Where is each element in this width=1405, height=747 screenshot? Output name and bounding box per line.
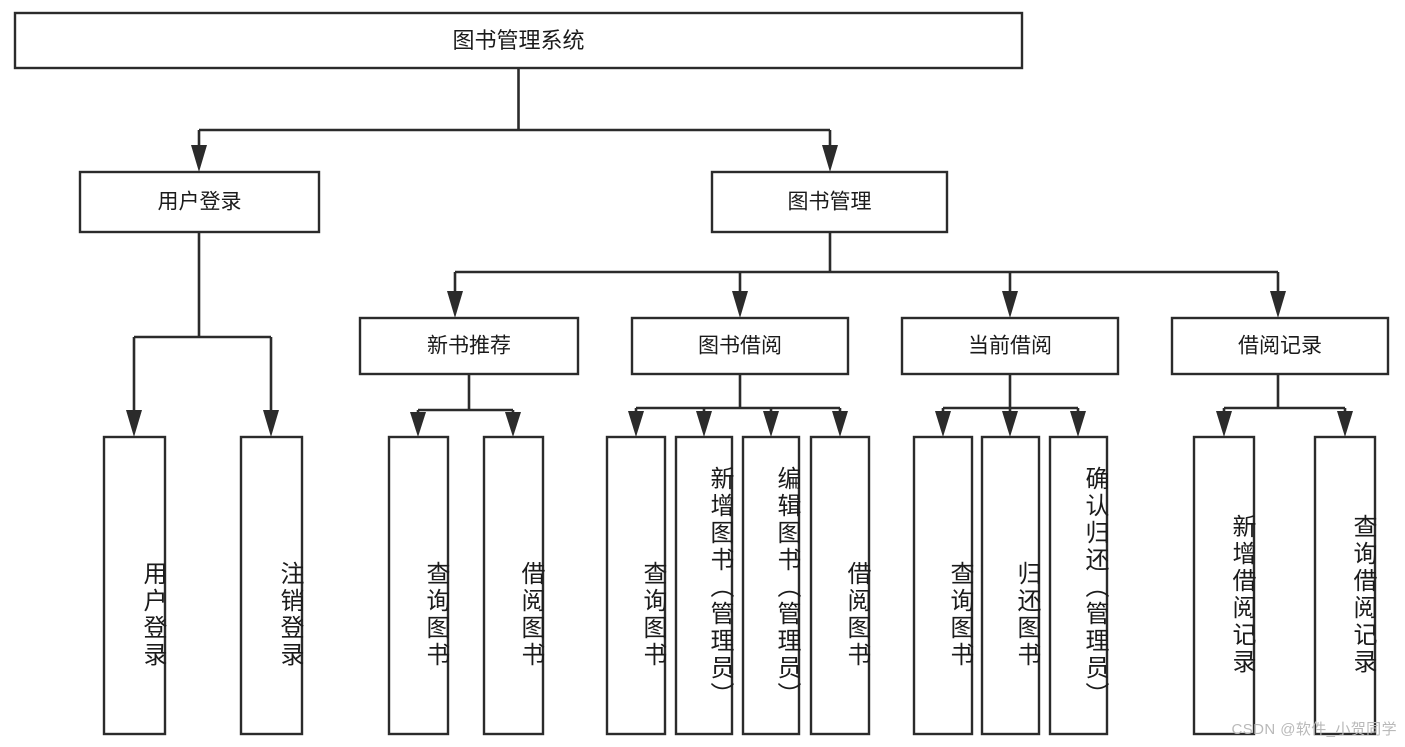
leaf-box-add-borrow-record[interactable]	[1192, 435, 1256, 736]
node-user-login[interactable]: 用户登录	[78, 170, 321, 234]
leaf-box-confirm-return-admin[interactable]	[1048, 435, 1109, 736]
leaf-box-user-login[interactable]	[102, 435, 167, 736]
node-borrow-record-label: 借阅记录	[1238, 335, 1322, 358]
node-book-management[interactable]: 图书管理	[710, 170, 949, 234]
node-book-management-label: 图书管理	[788, 191, 872, 214]
leaf-box-query-borrow-record[interactable]	[1313, 435, 1377, 736]
leaf-box-borrow-book-bb[interactable]	[809, 435, 871, 736]
connector-root-to-level2	[191, 68, 838, 172]
node-borrow-record[interactable]: 借阅记录	[1170, 316, 1390, 376]
node-user-login-label: 用户登录	[158, 191, 242, 214]
node-book-borrow-label: 图书借阅	[698, 335, 782, 358]
leaf-box-borrow-book-nb[interactable]	[482, 435, 545, 736]
leaf-box-add-book-admin[interactable]	[674, 435, 734, 736]
connector-book-borrow-to-leaves	[628, 374, 848, 437]
connector-user-login-to-leaves	[126, 232, 279, 437]
leaf-box-query-book-cb[interactable]	[912, 435, 974, 736]
csdn-watermark: CSDN @软件_小贺同学	[1231, 721, 1397, 738]
node-new-book-recommend[interactable]: 新书推荐	[358, 316, 580, 376]
leaf-box-edit-book-admin[interactable]	[741, 435, 801, 736]
connector-new-book-to-leaves	[410, 374, 521, 437]
node-current-borrow-label: 当前借阅	[968, 335, 1052, 358]
node-book-borrow[interactable]: 图书借阅	[630, 316, 850, 376]
leaf-box-query-book-nb[interactable]	[387, 435, 450, 736]
node-current-borrow[interactable]: 当前借阅	[900, 316, 1120, 376]
connector-book-management-to-modules	[447, 232, 1286, 318]
leaf-box-return-book[interactable]	[980, 435, 1041, 736]
connector-borrow-record-to-leaves	[1216, 374, 1353, 437]
leaf-box-query-book-bb[interactable]	[605, 435, 667, 736]
node-root-system[interactable]: 图书管理系统	[13, 11, 1024, 70]
node-root-system-label: 图书管理系统	[452, 28, 584, 53]
connector-current-borrow-to-leaves	[935, 374, 1086, 437]
node-new-book-recommend-label: 新书推荐	[427, 335, 511, 358]
leaf-box-logout[interactable]	[239, 435, 304, 736]
